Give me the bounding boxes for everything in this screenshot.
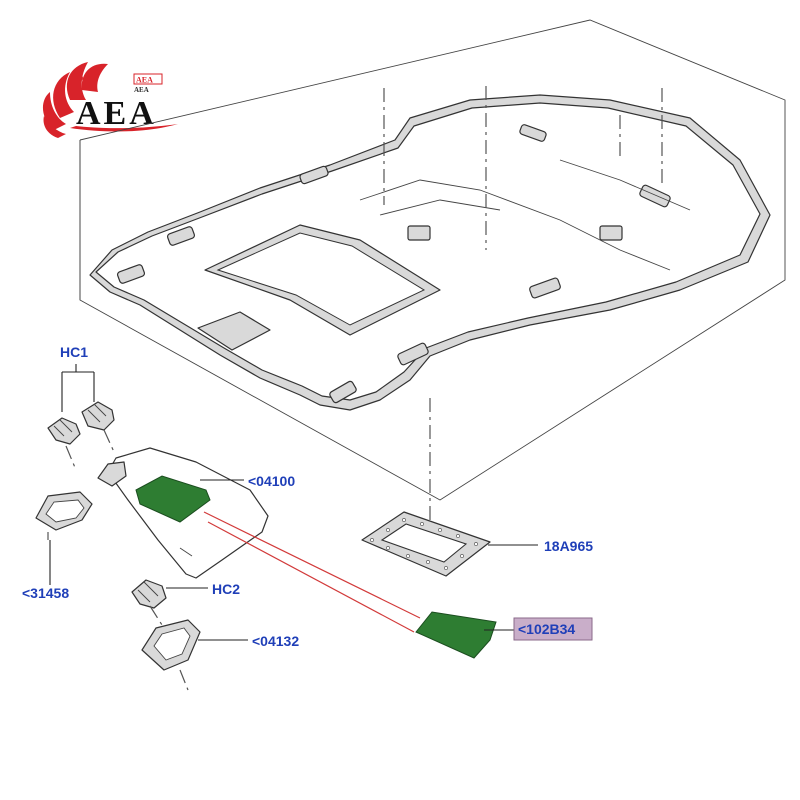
visor-mirror	[135, 475, 211, 523]
sunroof-opening	[204, 224, 441, 336]
headliner-panel	[89, 94, 771, 411]
red-projection-lines	[203, 511, 421, 633]
center-axes	[383, 86, 663, 550]
console-opening	[197, 311, 271, 351]
logo-main-text: AEA	[76, 95, 157, 132]
callout-18a965: 18A965	[488, 538, 593, 554]
label-18a965: 18A965	[544, 538, 593, 554]
retaining-clip	[35, 491, 93, 540]
label-hc1: HC1	[60, 344, 88, 360]
callout-04132: <04132	[198, 633, 299, 649]
callout-04100: <04100	[200, 473, 295, 489]
hc1-callout: HC1	[60, 344, 95, 412]
mount-pockets	[116, 124, 671, 404]
label-04132: <04132	[252, 633, 299, 649]
label-04100: <04100	[248, 473, 295, 489]
lamp-bezel	[361, 511, 491, 577]
hc2-clip	[131, 579, 167, 626]
label-hc2: HC2	[212, 581, 240, 597]
label-31458: <31458	[22, 585, 69, 601]
logo-swirl-icon	[42, 62, 108, 138]
label-102b34: <102B34	[518, 621, 575, 637]
logo-small-caption: AEA	[134, 86, 149, 94]
logo-small-mark: AEA	[136, 76, 153, 85]
callout-102b34: <102B34	[484, 617, 593, 641]
callout-31458: <31458	[22, 540, 69, 601]
logo-small-badge	[133, 73, 163, 85]
hc1-clip-right	[81, 401, 115, 453]
sun-visor	[97, 447, 269, 579]
visor-bracket	[141, 619, 201, 691]
callout-hc2: HC2	[166, 581, 240, 597]
hc1-clip-left	[47, 417, 81, 471]
aea-logo: AEA AEA AEA	[42, 62, 178, 138]
vanity-mirror	[415, 611, 497, 659]
assembly-frame	[79, 19, 786, 501]
logo-underline-swoosh	[70, 124, 178, 132]
label-102b34-highlight	[513, 617, 593, 641]
